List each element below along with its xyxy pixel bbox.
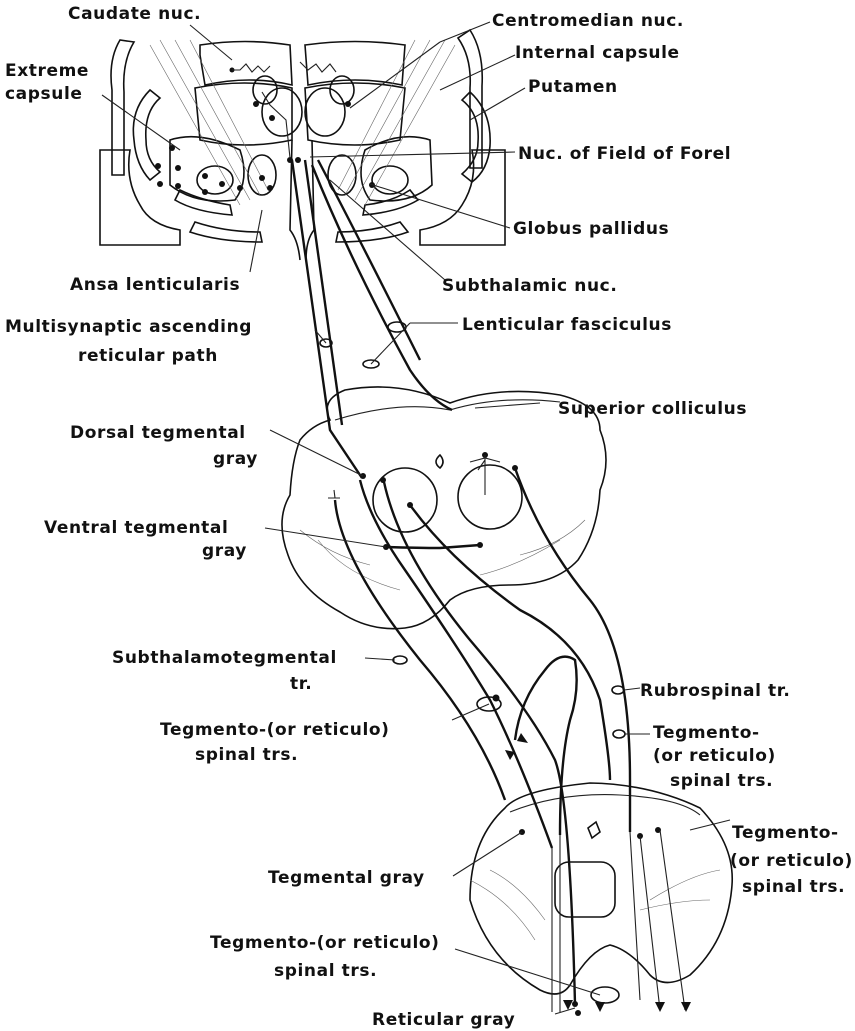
label-ventral-tegmental-line2: gray [202, 541, 247, 561]
label-ventral-tegmental-line1: Ventral tegmental [44, 518, 228, 538]
labels: Caudate nuc. Centromedian nuc. Extreme c… [5, 4, 853, 1030]
label-tegmento-right-line1: Tegmento- [653, 723, 760, 743]
label-multisynaptic-line2: reticular path [78, 346, 218, 366]
label-tegmento-left-line2: spinal trs. [195, 745, 298, 765]
label-reticular-gray: Reticular gray [372, 1010, 515, 1030]
label-ansa-lenticularis: Ansa lenticularis [70, 275, 240, 295]
medulla-section [470, 783, 732, 1016]
label-extreme-capsule-line2: capsule [5, 84, 83, 104]
midbrain-section [282, 387, 606, 629]
label-rubrospinal: Rubrospinal tr. [640, 681, 790, 701]
label-putamen: Putamen [528, 77, 618, 97]
label-nuc-field-forel: Nuc. of Field of Forel [518, 144, 731, 164]
label-tegmento-right-line2: (or reticulo) [653, 746, 776, 766]
label-internal-capsule: Internal capsule [515, 43, 680, 63]
label-subthalamotegmental-line2: tr. [290, 674, 312, 694]
label-tegmental-gray: Tegmental gray [268, 868, 425, 888]
label-multisynaptic-line1: Multisynaptic ascending [5, 317, 252, 337]
label-tegmento-lower-right-line1: Tegmento- [732, 823, 839, 843]
label-superior-colliculus: Superior colliculus [558, 399, 747, 419]
label-tegmento-lower-right-line3: spinal trs. [742, 877, 845, 897]
label-dorsal-tegmental-line1: Dorsal tegmental [70, 423, 246, 443]
label-lenticular-fasciculus: Lenticular fasciculus [462, 315, 672, 335]
label-tegmento-right-line3: spinal trs. [670, 771, 773, 791]
label-tegmento-bottom-line2: spinal trs. [274, 961, 377, 981]
label-subthalamotegmental-line1: Subthalamotegmental [112, 648, 337, 668]
label-tegmento-lower-right-line2: (or reticulo) [730, 851, 853, 871]
label-subthalamic-nuc: Subthalamic nuc. [442, 276, 617, 296]
label-tegmento-bottom-line1: Tegmento-(or reticulo) [210, 933, 440, 953]
forebrain-section [100, 30, 505, 260]
label-dorsal-tegmental-line2: gray [213, 449, 258, 469]
label-centromedian-nuc: Centromedian nuc. [492, 11, 684, 31]
label-tegmento-left-line1: Tegmento-(or reticulo) [160, 720, 390, 740]
label-extreme-capsule-line1: Extreme [5, 61, 89, 81]
label-caudate-nuc: Caudate nuc. [68, 4, 201, 24]
label-globus-pallidus: Globus pallidus [513, 219, 669, 239]
